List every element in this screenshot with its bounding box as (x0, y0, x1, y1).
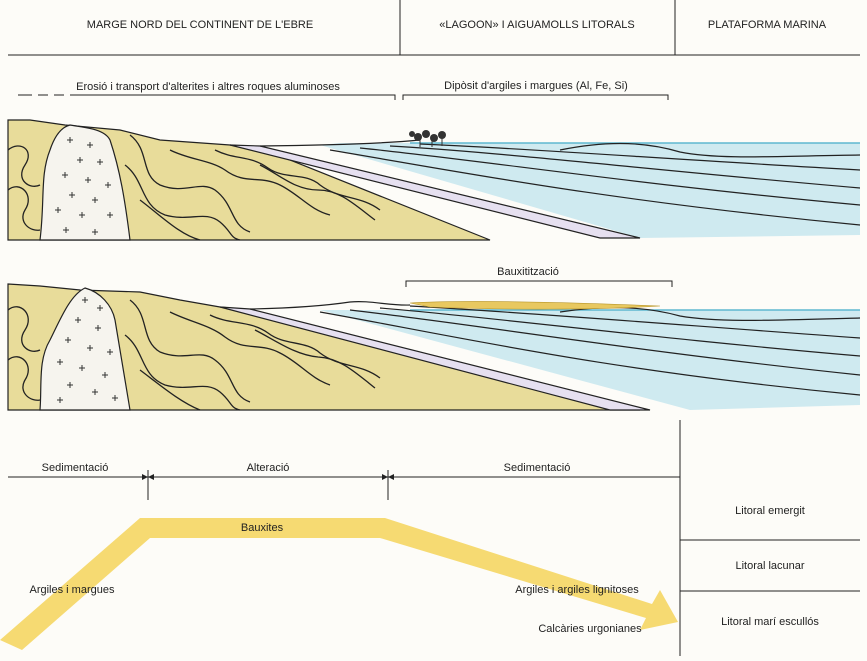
section2-granite (39, 287, 131, 411)
section1-lilac-band (229, 144, 641, 239)
process-arrow (0, 518, 678, 650)
phase-2-label: Alteració (247, 462, 290, 474)
section2-folds (7, 299, 381, 411)
arrow-label-bauxites: Bauxites (241, 522, 284, 534)
header-col1: MARGE NORD DEL CONTINENT DE L'EBRE (87, 19, 313, 31)
section1-right-label: Dipòsit d'argiles i margues (Al, Fe, Si) (444, 80, 628, 92)
section1-sea (320, 143, 860, 238)
timeline-section: Sedimentació Alteració Sedimentació Baux… (0, 420, 860, 656)
arrow-label-start: Argiles i margues (30, 584, 115, 596)
section-2-cross-section: Bauxitització (7, 266, 861, 411)
section2-lilac-band (219, 306, 651, 411)
section-1-cross-section: Erosió i transport d'alterites i altres … (7, 80, 861, 241)
section1-right-bracket (402, 94, 669, 100)
legend-row-1: Litoral emergit (735, 505, 805, 517)
section2-label: Bauxitització (497, 266, 559, 278)
legend-row-3: Litoral marí escullós (721, 616, 819, 628)
section1-left-bracket (18, 94, 396, 100)
section1-folds (7, 134, 381, 241)
section1-sea-layers (259, 139, 861, 226)
section2-sea (320, 310, 860, 410)
section1-granite (39, 124, 131, 241)
section2-sediment (7, 283, 641, 411)
header-col2: «LAGOON» I AIGUAMOLLS LITORALS (439, 19, 634, 31)
section1-left-label: Erosió i transport d'alterites i altres … (76, 81, 340, 93)
tree-icons (409, 130, 446, 147)
legend-row-2: Litoral lacunar (735, 560, 804, 572)
phase-1-label: Sedimentació (42, 462, 109, 474)
section2-bracket (405, 280, 673, 287)
arrow-label-end-bottom: Calcàries urgonianes (538, 623, 642, 635)
bauxite-lens (409, 301, 661, 310)
header: MARGE NORD DEL CONTINENT DE L'EBRE «LAGO… (8, 0, 860, 56)
phase-3-label: Sedimentació (504, 462, 571, 474)
arrow-label-end-top: Argiles i argiles lignitoses (515, 584, 639, 596)
header-col3: PLATAFORMA MARINA (708, 19, 827, 31)
section1-sediment (7, 119, 491, 241)
